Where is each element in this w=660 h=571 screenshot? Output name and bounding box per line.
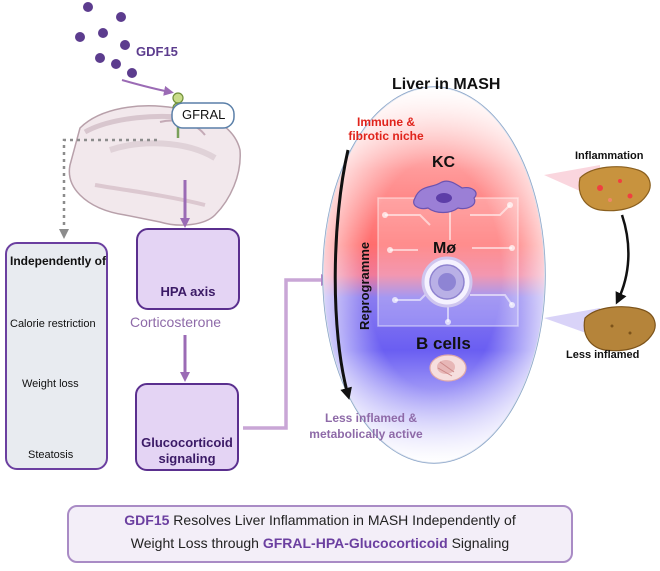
less-inflamed-active-1: Less inflamed & (324, 411, 418, 425)
independent-arrow (59, 138, 157, 239)
steatosis-label: Steatosis (28, 449, 74, 461)
b-cell-icon (429, 354, 467, 382)
summary-gdf15: GDF15 (124, 512, 170, 528)
summary-box (67, 505, 573, 563)
immune-label-2: fibrotic niche (348, 129, 424, 143)
summary-text-2: Weight Loss through (130, 535, 263, 551)
less-inflamed-active-2: metabolically active (309, 427, 423, 441)
corticosterone-label: Corticosterone (130, 314, 222, 330)
b-cells-label: B cells (416, 334, 471, 353)
reprogramme-arrow (333, 149, 352, 400)
inflamed-liver-icon (578, 166, 651, 212)
summary-text-1: Resolves Liver Inflammation in MASH Inde… (169, 512, 516, 528)
purple-dots-icon (75, 2, 137, 78)
gdf15-arrow (121, 79, 174, 96)
summary-line-1: GDF15 Resolves Liver Inflammation in MAS… (67, 512, 573, 528)
summary-pathway: GFRAL-HPA-Glucocorticoid (262, 535, 448, 551)
gdf15-label: GDF15 (136, 44, 178, 59)
independently-label: Independently of (10, 254, 106, 268)
summary-line-2: Weight Loss through GFRAL-HPA-Glucocorti… (67, 535, 573, 551)
glucocorticoid-label-2: signaling (158, 451, 216, 466)
kupffer-cell-icon (413, 180, 477, 214)
immune-label-1: Immune & (356, 115, 415, 129)
macrophage-label: Mø (433, 240, 457, 257)
improvement-arrow (615, 214, 630, 305)
summary-text-3: Signaling (447, 535, 510, 551)
glucocorticoid-box (135, 383, 239, 471)
weight-loss-label: Weight loss (22, 378, 79, 390)
less-inflamed-label: Less inflamed (566, 349, 640, 361)
gfral-label: GFRAL (182, 107, 226, 122)
independently-box (5, 242, 108, 470)
liver-title: Liver in MASH (392, 76, 501, 93)
inflammation-label: Inflammation (575, 150, 644, 162)
kc-label: KC (432, 154, 456, 171)
to-liver-arrow (243, 274, 333, 430)
less-inflamed-liver-icon (583, 306, 656, 352)
reprogramme-label: Reprogramme (357, 241, 372, 330)
hpa-axis-label: HPA axis (160, 284, 216, 299)
glucocorticoid-label-1: Glucocorticoid (141, 435, 233, 450)
calorie-restriction-label: Calorie restriction (10, 318, 96, 330)
macrophage-icon (421, 256, 473, 308)
gfral-box (171, 102, 235, 129)
mouse-head-icon (68, 105, 241, 226)
hpa-axis-box (136, 228, 240, 310)
